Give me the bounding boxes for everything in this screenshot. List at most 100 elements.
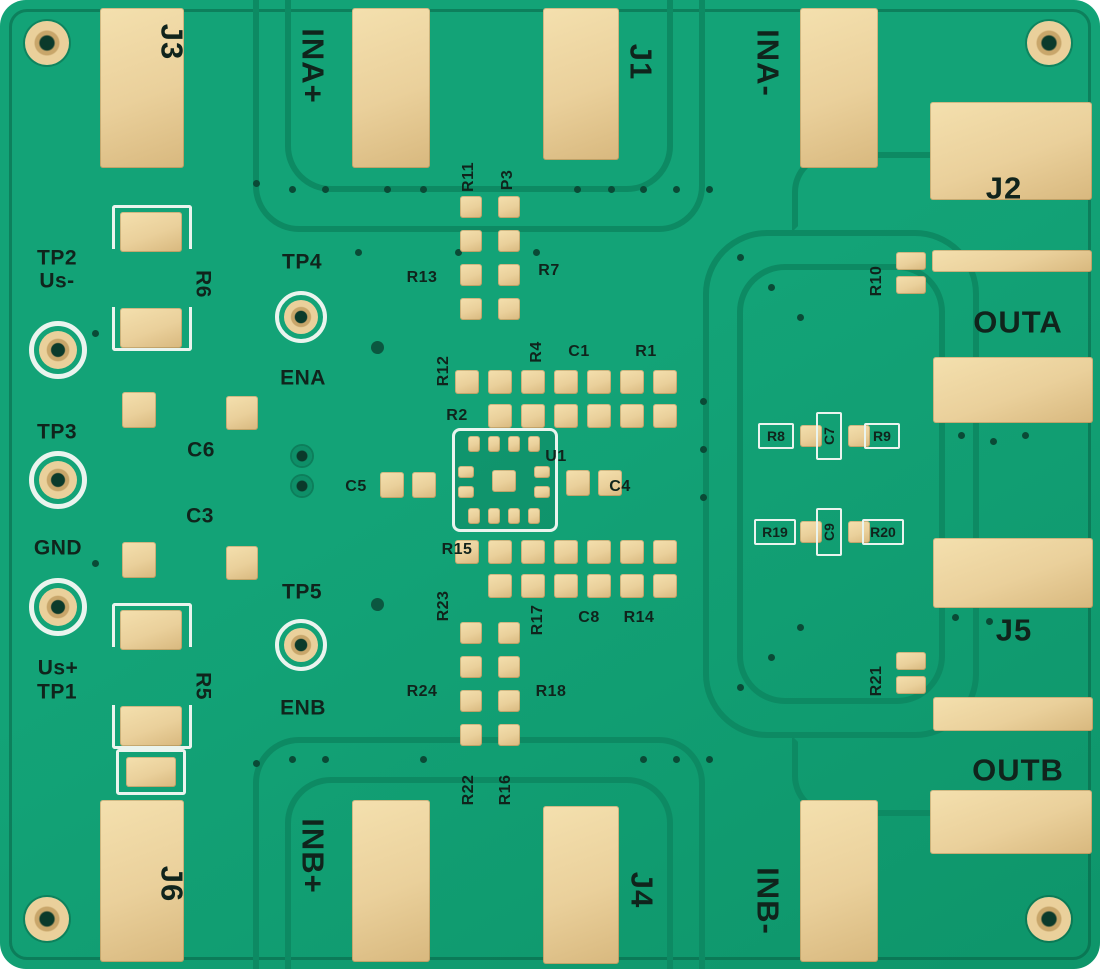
u1-pin-pad [458,466,474,478]
r6-silkscreen-outline [112,307,192,351]
trace-top-outer [253,0,705,232]
component-silkscreen-outline [116,749,186,795]
label-r23: R23 [435,590,452,622]
refbox-c9: C9 [816,508,842,556]
smd-pad [460,230,482,252]
smd-pad [554,404,578,428]
u1-pin-pad [528,508,540,524]
label-r7: R7 [538,262,560,279]
r6-pad [120,308,182,348]
smd-pad [460,298,482,320]
trace-right-outer [703,230,979,738]
label-r19: R19 [762,524,788,540]
u1-pin-pad [534,486,550,498]
via-medium-dots [0,0,13,13]
smd-pad [498,230,520,252]
via-pair-bottom [292,476,312,496]
u1-pin-pad [468,436,480,452]
trace-bottom-inner [285,777,673,969]
smd-pad [412,472,436,498]
smd-pad [521,540,545,564]
label-r14: R14 [623,609,655,626]
via-pair-top [292,446,312,466]
refbox-r20: R20 [862,519,904,545]
label-j1: J1 [623,43,659,81]
testpoint-pad [39,461,77,499]
r5-silkscreen-outline [112,603,192,647]
label-j6: J6 [154,865,190,903]
smd-pad [498,622,520,644]
smd-pad [122,542,156,578]
label-j3: J3 [154,23,190,61]
smd-pad [488,370,512,394]
r5-silkscreen-outline [112,705,192,749]
smd-pad [620,574,644,598]
label-r4: R4 [528,341,545,363]
smd-pad [587,540,611,564]
smd-pad [554,540,578,564]
label-c6: C6 [187,438,215,462]
refbox-r19: R19 [754,519,796,545]
smd-pad [653,370,677,394]
testpoint-tp3 [29,451,87,509]
r6-silkscreen-outline [112,205,192,249]
inb-minus-connector-pad [800,800,878,962]
label-r17: R17 [529,604,546,636]
r6-pad [120,212,182,252]
smd-pad [498,656,520,678]
smd-pad [566,470,590,496]
smd-pad [653,404,677,428]
label-r6: R6 [191,270,215,298]
mount-hole-top-right [1027,21,1071,65]
label-r21: R21 [868,665,885,697]
label-r5: R5 [191,672,215,700]
label-c3: C3 [186,504,214,528]
u1-thermal-pad [492,470,516,492]
label-us-plus: Us+ [37,656,79,680]
testpoint-tp2 [29,321,87,379]
j3-connector-pad [100,8,184,168]
testpoint-tp1 [29,578,87,636]
smd-pad [554,370,578,394]
label-r12: R12 [435,355,452,387]
outb-pad [930,790,1092,854]
u1-pin-pad [508,508,520,524]
u1-pin-pad [468,508,480,524]
label-r10: R10 [868,265,885,297]
label-r9: R9 [873,428,891,444]
label-tp3: TP3 [36,420,78,444]
smd-pad [598,470,622,496]
smd-pad [226,546,258,580]
smd-pad [521,574,545,598]
label-tp1: TP1 [36,680,78,704]
smd-pad [587,574,611,598]
label-p3: P3 [499,169,516,191]
smd-pad [498,264,520,286]
smd-pad [226,396,258,430]
smd-pad [380,472,404,498]
smd-pad [587,404,611,428]
label-c8: C8 [578,609,600,626]
label-gnd: GND [33,536,83,560]
smd-pad [653,540,677,564]
label-ena: ENA [280,366,326,390]
smd-pad [653,574,677,598]
smd-pad [460,264,482,286]
testpoint-pad [284,628,318,662]
label-r18: R18 [535,683,567,700]
u1-pin-pad [534,466,550,478]
smd-pad [498,298,520,320]
smd-pad [455,370,479,394]
smd-pad [460,724,482,746]
label-ina-plus: INA+ [295,28,331,104]
u1-pin-pad [508,436,520,452]
smd-pad [896,676,926,694]
label-tp5: TP5 [281,580,323,604]
label-tp4: TP4 [281,250,323,274]
label-r8: R8 [767,428,785,444]
refbox-r9: R9 [864,423,900,449]
smd-pad [488,540,512,564]
label-r24: R24 [406,683,438,700]
label-r15: R15 [441,541,473,558]
